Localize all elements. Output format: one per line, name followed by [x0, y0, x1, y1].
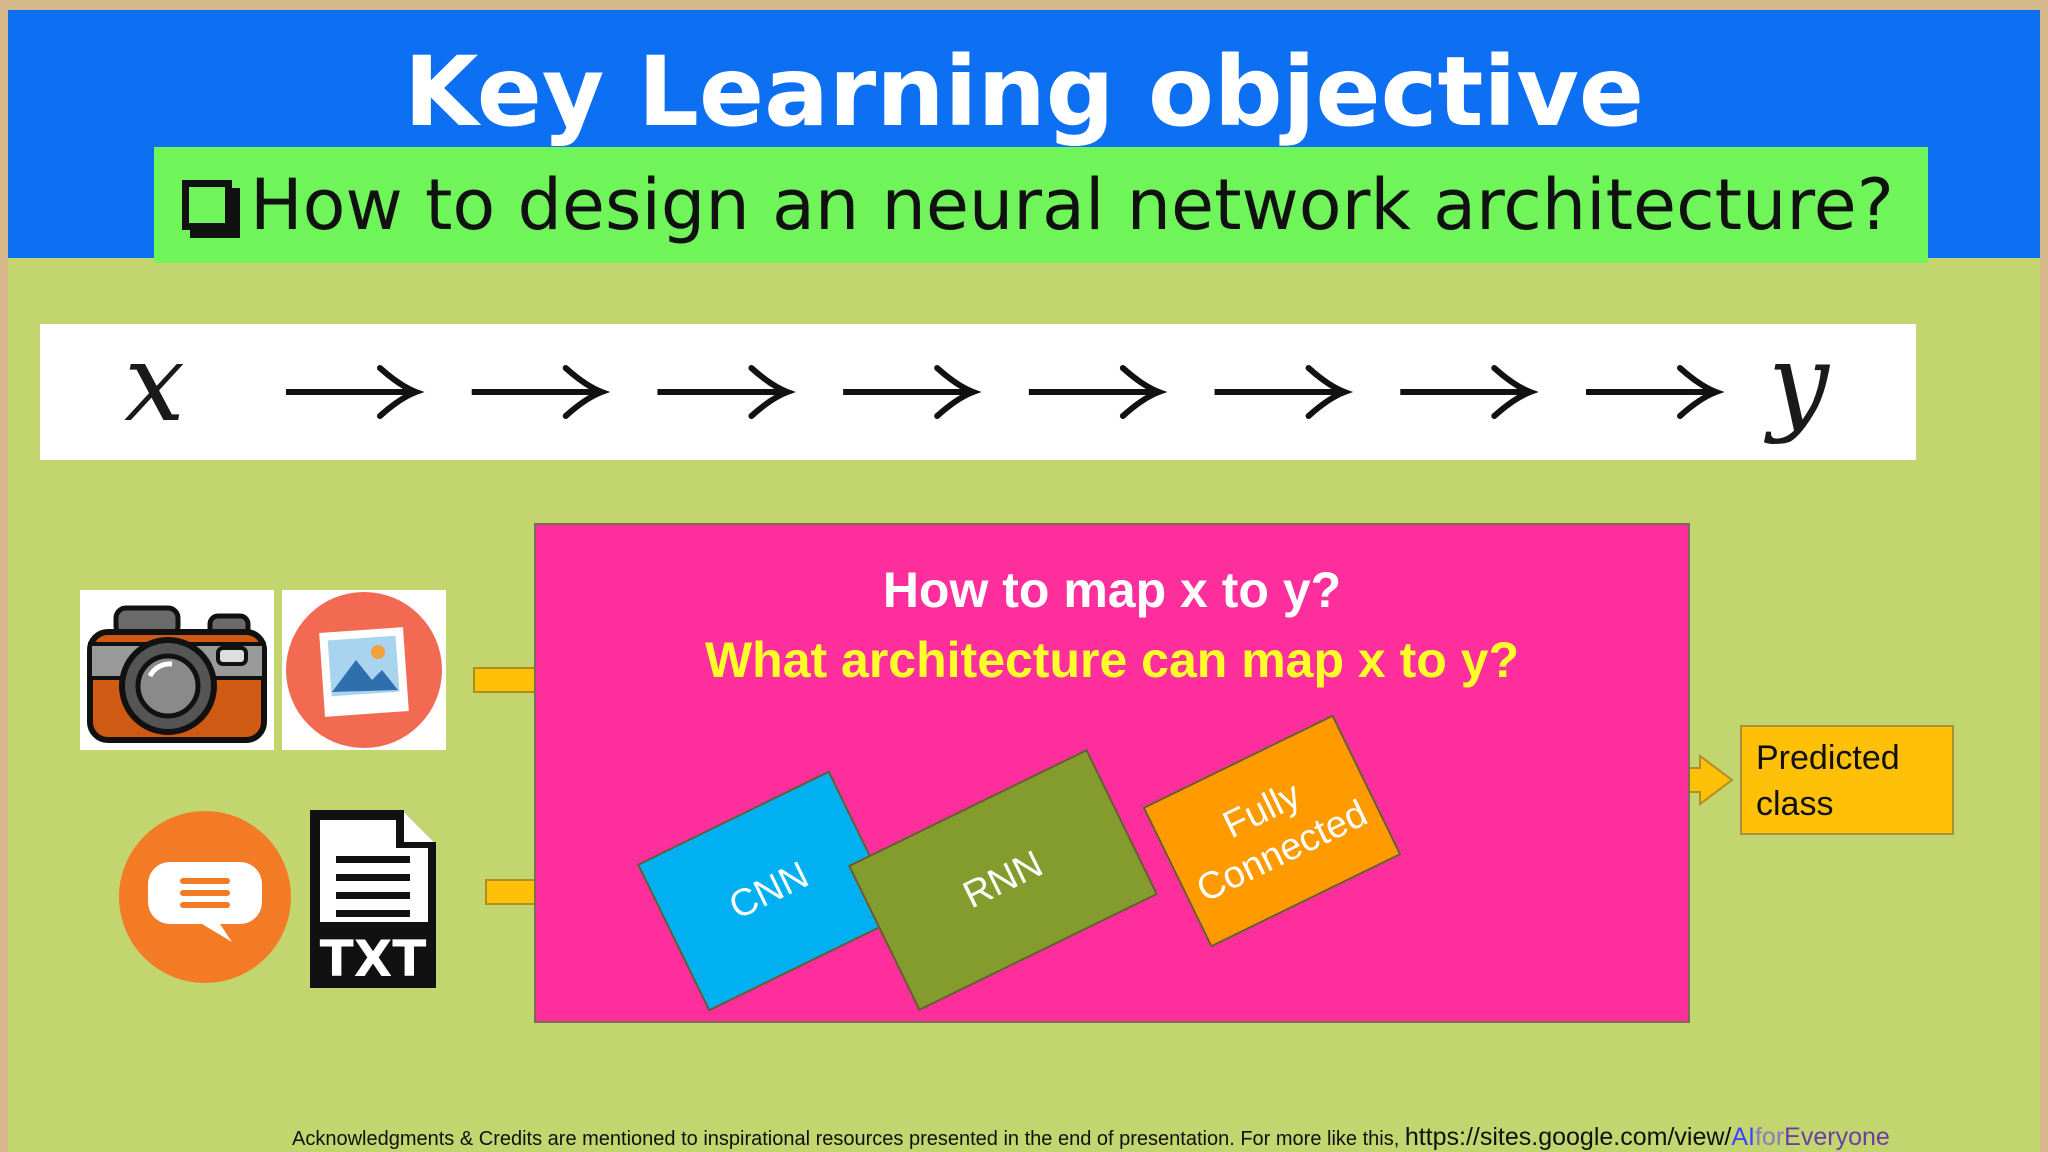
input-variable: x: [124, 321, 185, 446]
footer-link-everyone: Everyone: [1784, 1123, 1890, 1151]
cnn-label: CNN: [722, 854, 816, 928]
sequence-arrow: [1214, 365, 1354, 419]
output-variable: y: [1768, 321, 1830, 446]
subtitle-box: How to design an neural network architec…: [154, 147, 1928, 263]
sequence-strip: x y: [40, 321, 1916, 460]
sequence-arrows: [286, 365, 1725, 419]
sequence-arrow: [1028, 365, 1168, 419]
txt-file-icon: TXT: [306, 806, 440, 992]
slide-title: Key Learning objective: [403, 36, 1645, 148]
predicted-class-box: Predicted class: [1740, 725, 1954, 835]
footer-link-prefix: https://sites.google.com/view/: [1404, 1123, 1732, 1151]
sequence-arrow: [657, 365, 796, 419]
camera-icon: [80, 590, 274, 750]
footer-text: Acknowledgments & Credits are mentioned …: [292, 1128, 1405, 1150]
predicted-class-line1: Predicted: [1756, 739, 1900, 777]
fully-connected-block: Fully Connected: [1142, 714, 1402, 948]
footer-link[interactable]: https://sites.google.com/view/AIforEvery…: [1405, 1123, 1890, 1151]
txt-label: TXT: [320, 930, 427, 988]
subtitle: How to design an neural network architec…: [182, 157, 1894, 253]
footer-credits: Acknowledgments & Credits are mentioned …: [292, 1124, 1890, 1152]
predicted-class-line2: class: [1756, 785, 1834, 823]
mapping-question: How to map x to y?: [882, 562, 1342, 618]
rnn-label: RNN: [956, 843, 1050, 917]
footer-link-for: for: [1754, 1123, 1785, 1151]
architecture-panel: How to map x to y? What architecture can…: [534, 523, 1690, 1023]
slide: Key Learning objective How to design an …: [8, 10, 2040, 1152]
subtitle-text: How to design an neural network architec…: [250, 164, 1894, 246]
sequence-arrow: [1586, 365, 1725, 419]
sequence-arrow: [843, 365, 982, 419]
rnn-block: RNN: [847, 748, 1159, 1012]
footer-link-ai: AI: [1731, 1123, 1755, 1151]
sequence-arrow: [1400, 365, 1539, 419]
architecture-question: What architecture can map x to y?: [704, 632, 1520, 688]
image-icon: [282, 590, 446, 750]
sequence-arrow: [286, 365, 425, 419]
chat-bubble-icon: [118, 810, 292, 984]
checkbox-bullet-icon: [182, 180, 232, 230]
sequence-arrow: [471, 365, 611, 419]
